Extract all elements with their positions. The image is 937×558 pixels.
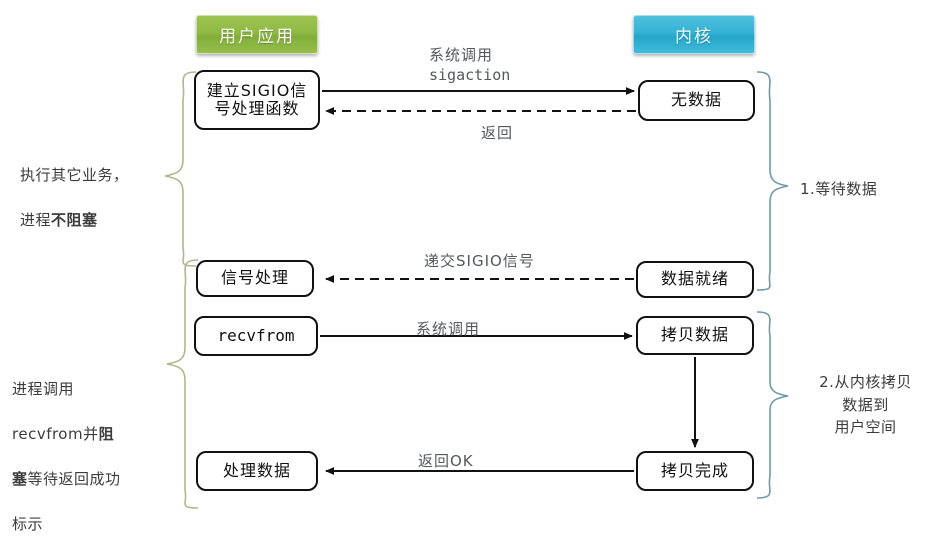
brace-left-blocking bbox=[166, 259, 199, 509]
note-blocking: 进程调用 recvfrom并阻 塞等待返回成功 标示 bbox=[12, 355, 162, 558]
node-signal-handling[interactable]: 信号处理 bbox=[196, 260, 314, 297]
note-emphasis: 阻 bbox=[98, 424, 115, 443]
banner-kernel-label: 内核 bbox=[675, 27, 713, 47]
node-establish-sigio-handler[interactable]: 建立SIGIO信 号处理函数 bbox=[194, 70, 320, 130]
node-label: 建立SIGIO信 号处理函数 bbox=[206, 80, 308, 118]
edge-label-return-ok: 返回OK bbox=[418, 452, 474, 470]
node-label: 数据就绪 bbox=[660, 269, 729, 289]
node-label: 无数据 bbox=[670, 90, 722, 110]
node-no-data[interactable]: 无数据 bbox=[638, 80, 755, 121]
diagram-canvas bbox=[164, 71, 789, 509]
edge-label-return: 返回 bbox=[481, 124, 514, 142]
banner-kernel: 内核 bbox=[633, 15, 755, 54]
note-phase-wait-data: 1.等待数据 bbox=[800, 180, 878, 198]
note-non-blocking: 执行其它业务， 进程不阻塞 bbox=[20, 141, 155, 254]
note-line: 标示 bbox=[12, 514, 44, 533]
note-phase-copy-to-user: 2.从内核拷贝 数据到 用户空间 bbox=[819, 373, 912, 436]
node-label: 拷贝数据 bbox=[660, 325, 729, 345]
edge-label-sigaction: sigaction bbox=[429, 66, 511, 84]
node-label: 信号处理 bbox=[220, 268, 289, 288]
banner-user-label: 用户应用 bbox=[219, 27, 295, 47]
node-data-ready[interactable]: 数据就绪 bbox=[636, 261, 754, 298]
note-line: 进程不阻塞 bbox=[20, 209, 155, 232]
note-emphasis: 塞 bbox=[12, 469, 28, 488]
edge-label-deliver-sigio: 递交SIGIO信号 bbox=[424, 252, 535, 270]
node-label: 处理数据 bbox=[222, 460, 291, 480]
node-recvfrom[interactable]: recvfrom bbox=[194, 316, 318, 356]
note-text: 等待返回成功 bbox=[27, 469, 121, 488]
node-copy-complete[interactable]: 拷贝完成 bbox=[636, 451, 754, 491]
node-copy-data[interactable]: 拷贝数据 bbox=[636, 316, 754, 355]
note-line: recvfrom并阻 bbox=[12, 423, 162, 446]
node-label: 拷贝完成 bbox=[660, 460, 729, 480]
node-process-data[interactable]: 处理数据 bbox=[196, 451, 318, 491]
node-label: recvfrom bbox=[217, 325, 295, 345]
note-emphasis: 不阻塞 bbox=[51, 210, 98, 229]
brace-left-nonblocking bbox=[164, 71, 197, 267]
note-text: 进程 bbox=[20, 210, 52, 229]
edge-label-syscall-top: 系统调用 bbox=[429, 46, 494, 64]
note-line: 进程调用 bbox=[12, 379, 75, 398]
note-line: 执行其它业务， bbox=[20, 165, 129, 184]
note-line: 塞等待返回成功 bbox=[12, 468, 162, 491]
banner-user-application: 用户应用 bbox=[196, 15, 318, 54]
edge-label-syscall-recvfrom: 系统调用 bbox=[416, 320, 481, 338]
brace-right-copy bbox=[756, 311, 789, 499]
brace-right-wait-data bbox=[756, 71, 789, 291]
note-text: recvfrom并 bbox=[12, 424, 99, 443]
